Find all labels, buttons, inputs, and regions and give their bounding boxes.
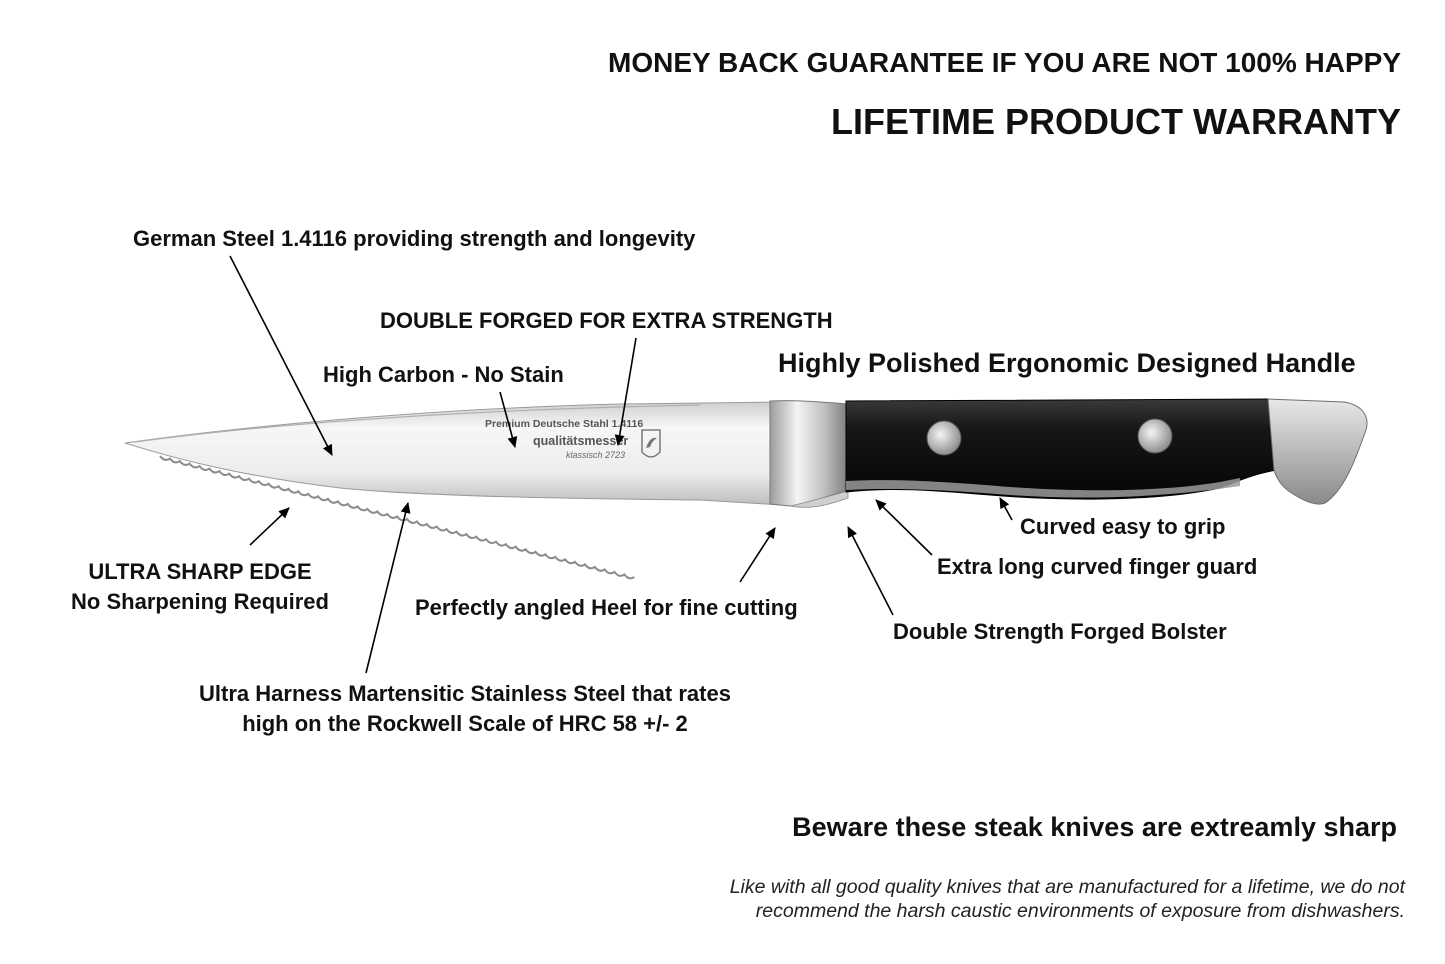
end-cap	[1267, 398, 1368, 505]
arrow-high-carbon	[499, 391, 518, 448]
ultra-sharp-label-line2: No Sharpening Required	[71, 589, 329, 614]
serrated-edge	[159, 455, 635, 580]
arrow-curved-grip	[999, 497, 1013, 521]
high-carbon-label: High Carbon - No Stain	[323, 362, 564, 387]
double-forged-label: DOUBLE FORGED FOR EXTRA STRENGTH	[380, 308, 833, 333]
guarantee-heading: MONEY BACK GUARANTEE IF YOU ARE NOT 100%…	[608, 47, 1401, 78]
arrow-finger-guard	[875, 499, 933, 556]
martensitic-label-line2: high on the Rockwell Scale of HRC 58 +/-…	[242, 711, 688, 736]
arrow-german-steel	[229, 255, 333, 456]
german-steel-label: German Steel 1.4116 providing strength a…	[133, 226, 696, 251]
arrow-ultra-sharp	[249, 507, 290, 546]
curved-grip-label: Curved easy to grip	[1020, 514, 1226, 539]
blade	[124, 401, 783, 506]
bolster	[769, 400, 849, 507]
etching-line3: klassisch 2723	[566, 450, 625, 460]
rivet-icon	[926, 420, 962, 456]
arrow-heel	[739, 527, 776, 583]
ultra-sharp-label-line1: ULTRA SHARP EDGE	[88, 559, 312, 584]
rivet-icon	[1137, 418, 1173, 454]
etching-line2: qualitätsmesser	[533, 434, 628, 448]
warranty-heading: LIFETIME PRODUCT WARRANTY	[831, 101, 1401, 142]
arrow-bolster	[847, 526, 894, 616]
arrow-double-forged	[614, 337, 637, 446]
dishwasher-note-line1: Like with all good quality knives that a…	[729, 876, 1405, 898]
etching-line1: Premium Deutsche Stahl 1.4116	[485, 418, 643, 430]
heel-label: Perfectly angled Heel for fine cutting	[415, 595, 798, 620]
finger-guard-label: Extra long curved finger guard	[937, 554, 1258, 579]
arrow-martensitic	[365, 502, 411, 674]
warning-heading: Beware these steak knives are extreamly …	[792, 812, 1397, 842]
handle-label: Highly Polished Ergonomic Designed Handl…	[778, 348, 1356, 378]
eagle-logo-icon	[641, 429, 661, 458]
martensitic-label-line1: Ultra Harness Martensitic Stainless Stee…	[199, 681, 731, 706]
bolster-label: Double Strength Forged Bolster	[893, 619, 1227, 644]
dishwasher-note: Like with all good quality knives that a…	[730, 876, 1405, 924]
dishwasher-note-line2: recommend the harsh caustic environments…	[755, 899, 1405, 922]
